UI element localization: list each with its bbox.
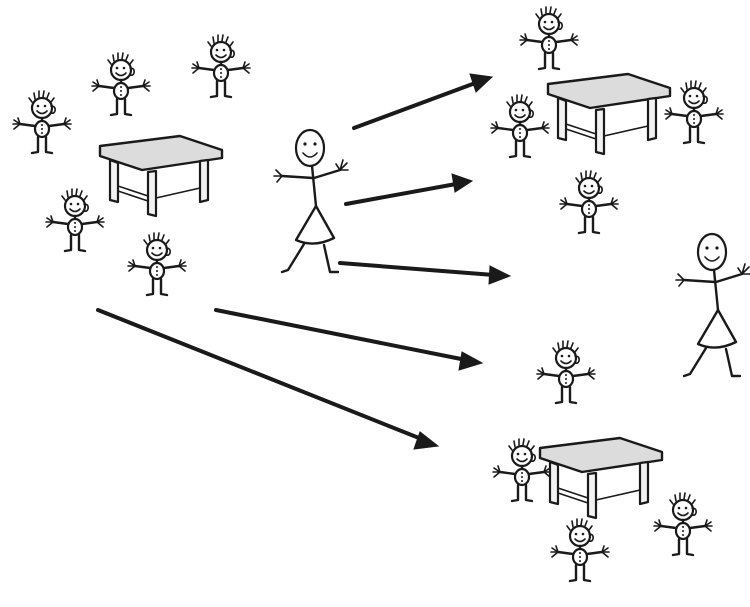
arrow-to-top-group bbox=[352, 73, 494, 130]
table-bottom-right bbox=[538, 436, 664, 520]
child-figure bbox=[652, 491, 714, 557]
table-top-right bbox=[546, 72, 672, 156]
left-group bbox=[11, 33, 252, 297]
child-figure bbox=[518, 5, 580, 71]
child-figure bbox=[126, 231, 188, 297]
child-figure bbox=[190, 33, 252, 99]
teacher-figure-center bbox=[272, 128, 350, 274]
bottom-right-group bbox=[491, 339, 714, 583]
child-figure bbox=[558, 169, 620, 235]
top-right-group bbox=[489, 5, 725, 235]
arrow-to-lower-child bbox=[214, 308, 484, 371]
child-figure bbox=[90, 51, 152, 117]
arrow-to-teacher-right bbox=[338, 261, 512, 285]
child-figure bbox=[663, 79, 725, 145]
child-figure bbox=[44, 187, 106, 253]
child-figure bbox=[535, 339, 597, 405]
arrows bbox=[96, 73, 512, 450]
teacher-figure-right bbox=[674, 232, 750, 378]
child-figure bbox=[11, 89, 73, 155]
child-figure bbox=[549, 517, 611, 583]
arrow-to-bottom-group bbox=[96, 308, 440, 450]
table-left bbox=[98, 134, 224, 218]
arrow-to-middle-child bbox=[344, 173, 474, 206]
child-figure bbox=[489, 93, 551, 159]
